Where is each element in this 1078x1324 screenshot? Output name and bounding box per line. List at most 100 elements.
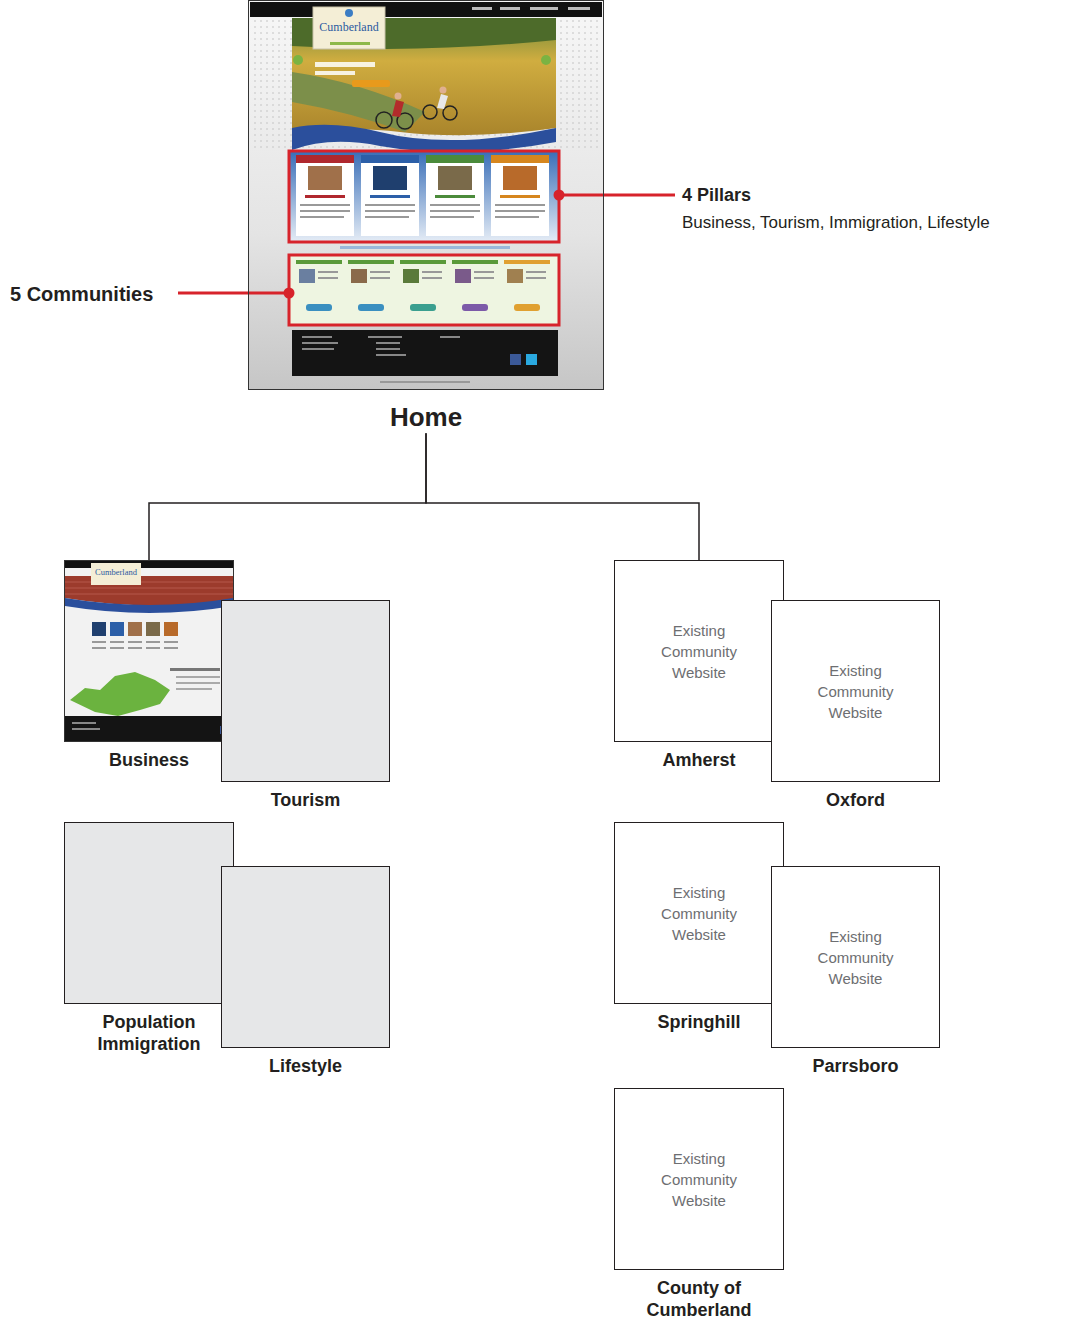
home-page-thumbnail <box>435 195 475 198</box>
business-page-thumbnail <box>164 641 178 643</box>
page-box: Existing Community WebsiteParrsboro <box>771 866 940 1078</box>
home-page-thumbnail <box>376 348 400 350</box>
page-box: Lifestyle <box>221 866 390 1078</box>
home-page-thumbnail <box>440 87 447 94</box>
home-page-thumbnail <box>376 112 392 128</box>
business-page-thumbnail <box>164 622 178 636</box>
home-page-thumbnail <box>495 216 539 218</box>
home-page-thumbnail <box>308 166 342 190</box>
logo-text: Cumberland <box>313 20 385 34</box>
home-page-thumbnail <box>373 166 407 190</box>
business-page-thumbnail <box>128 641 142 643</box>
page-title: Oxford <box>771 790 940 812</box>
business-page-thumbnail <box>146 647 160 649</box>
home-page-thumbnail <box>292 72 425 132</box>
home-page-thumbnail <box>500 7 520 10</box>
home-page-thumbnail <box>358 304 384 311</box>
home-page-thumbnail <box>514 304 540 311</box>
page-title: Springhill <box>614 1012 784 1034</box>
callout-title: 4 Pillars <box>682 185 751 207</box>
box-text: Existing Community Website <box>644 620 754 683</box>
page-title: County of Cumberland <box>614 1278 784 1321</box>
page-frame <box>248 0 604 390</box>
home-page-thumbnail <box>313 7 385 49</box>
business-page-thumbnail <box>170 668 220 671</box>
home-page-thumbnail <box>289 151 559 242</box>
business-page-thumbnail <box>110 641 124 643</box>
page-frame <box>64 560 234 742</box>
home-page-thumbnail <box>249 1 603 389</box>
callout-leader <box>178 190 675 299</box>
home-page-thumbnail <box>302 336 332 338</box>
page-frame: Existing Community Website <box>771 600 940 782</box>
home-page-thumbnail <box>437 94 448 109</box>
home-page-thumbnail <box>361 155 419 163</box>
page-box: Business <box>64 560 234 772</box>
home-page-thumbnail <box>495 210 545 212</box>
home-page-thumbnail <box>370 195 410 198</box>
page-box: Existing Community WebsiteCounty of Cumb… <box>614 1088 784 1321</box>
tree-connector <box>426 433 699 560</box>
business-page-thumbnail <box>128 622 142 636</box>
business-page-thumbnail <box>65 561 233 741</box>
home-page-thumbnail <box>340 246 510 249</box>
home-page-thumbnail <box>380 381 470 383</box>
business-page-thumbnail <box>146 622 160 636</box>
home-page-thumbnail <box>365 210 415 212</box>
home-page-thumbnail <box>430 204 480 206</box>
home-page-thumbnail <box>400 260 446 264</box>
home-page-thumbnail <box>503 166 537 190</box>
callout-text: Business, Tourism, Immigration, Lifestyl… <box>682 213 990 233</box>
home-page-thumbnail <box>318 277 338 279</box>
home-page-thumbnail <box>491 155 549 163</box>
home-page-thumbnail <box>292 330 558 376</box>
page-title: Parrsboro <box>771 1056 940 1078</box>
home-page-thumbnail <box>302 342 338 344</box>
page-frame: Existing Community Website <box>614 822 784 1004</box>
logo-text: Cumberland <box>91 567 141 577</box>
home-page-thumbnail <box>296 163 354 236</box>
callout-leader <box>554 190 565 201</box>
connector-group <box>149 433 699 560</box>
home-page-thumbnail <box>504 260 550 264</box>
home-page-thumbnail <box>495 204 545 206</box>
home-page-thumbnail <box>292 18 556 49</box>
page-frame <box>64 822 234 1004</box>
page-box: Tourism <box>221 600 390 812</box>
home-page-thumbnail <box>305 195 345 198</box>
home-page-thumbnail <box>300 204 350 206</box>
home-page-thumbnail <box>462 304 488 311</box>
home-page-thumbnail <box>510 354 521 365</box>
business-page-thumbnail <box>65 561 233 568</box>
home-page-thumbnail <box>526 277 546 279</box>
page-title: Amherst <box>614 750 784 772</box>
home-page-thumbnail <box>422 277 442 279</box>
business-page-thumbnail <box>110 647 124 649</box>
home-page-thumbnail <box>423 105 437 119</box>
home-page-thumbnail <box>299 269 315 283</box>
home-page-thumbnail <box>315 71 355 75</box>
home-page-thumbnail <box>300 210 350 212</box>
tree-connector <box>149 433 426 560</box>
home-page-thumbnail <box>376 342 400 344</box>
home-page-thumbnail <box>345 9 353 17</box>
business-page-thumbnail <box>65 582 233 594</box>
home-page-thumbnail <box>348 260 394 264</box>
business-page-thumbnail <box>146 641 160 643</box>
home-page-thumbnail <box>474 277 494 279</box>
business-page-thumbnail <box>164 647 178 649</box>
home-page-thumbnail <box>365 204 415 206</box>
business-page-thumbnail <box>72 722 96 724</box>
home-page-thumbnail <box>426 155 484 163</box>
callout-leader <box>178 292 289 295</box>
page-title: Lifestyle <box>221 1056 390 1078</box>
page-title: Home <box>248 402 604 433</box>
page-box: Population Immigration <box>64 822 234 1055</box>
home-page-thumbnail <box>507 269 523 283</box>
home-page-thumbnail <box>370 277 390 279</box>
box-text: Existing Community Website <box>644 882 754 945</box>
home-page-thumbnail <box>392 100 404 117</box>
home-page-thumbnail <box>526 354 537 365</box>
page-frame: Existing Community Website <box>771 866 940 1048</box>
page-box: Existing Community WebsiteSpringhill <box>614 822 784 1034</box>
